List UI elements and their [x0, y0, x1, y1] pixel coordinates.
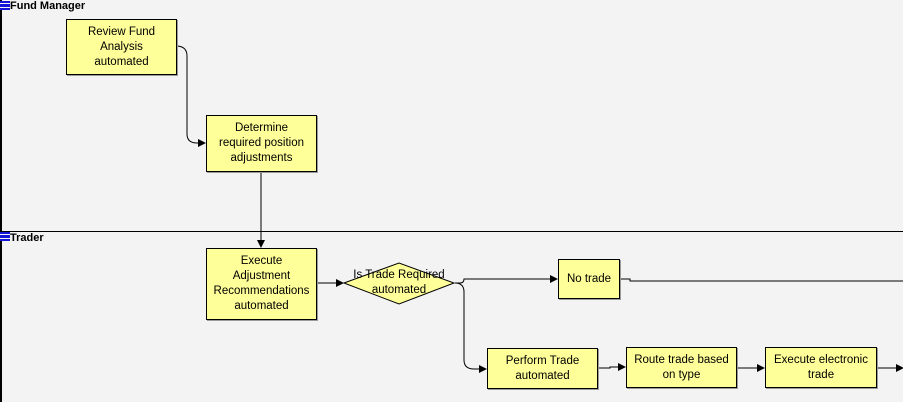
lane-fund-manager [0, 0, 2, 232]
lane-title-trader: Trader [10, 232, 44, 244]
node-route-trade[interactable]: Route trade based on type [626, 347, 737, 388]
edge-decision-to-perform [454, 282, 487, 373]
lane-trader [0, 232, 903, 402]
edge-perform-to-route [598, 363, 626, 371]
lane-collapse-handle-trader[interactable] [0, 232, 10, 241]
node-determine-position-adjustments[interactable]: Determine required position adjustments [206, 115, 317, 172]
lane-divider [0, 231, 903, 232]
node-execute-electronic-trade[interactable]: Execute electronic trade [765, 347, 877, 388]
lane-collapse-handle-fund-manager[interactable] [0, 1, 10, 10]
edge-review-to-determine [175, 45, 206, 147]
decision-diamond [342, 262, 456, 305]
node-review-fund-analysis[interactable]: Review Fund Analysis automated [66, 19, 177, 75]
node-perform-trade[interactable]: Perform Trade automated [487, 348, 598, 389]
node-is-trade-required[interactable]: Is Trade Required automated [353, 269, 445, 296]
edge-no-trade-continues [620, 278, 903, 282]
edge-decision-to-no-trade [455, 275, 558, 284]
node-no-trade[interactable]: No trade [558, 259, 620, 299]
node-execute-adjustment-recommendations[interactable]: Execute Adjustment Recommendations autom… [206, 248, 317, 320]
lane-title-fund-manager: Fund Manager [10, 0, 86, 12]
